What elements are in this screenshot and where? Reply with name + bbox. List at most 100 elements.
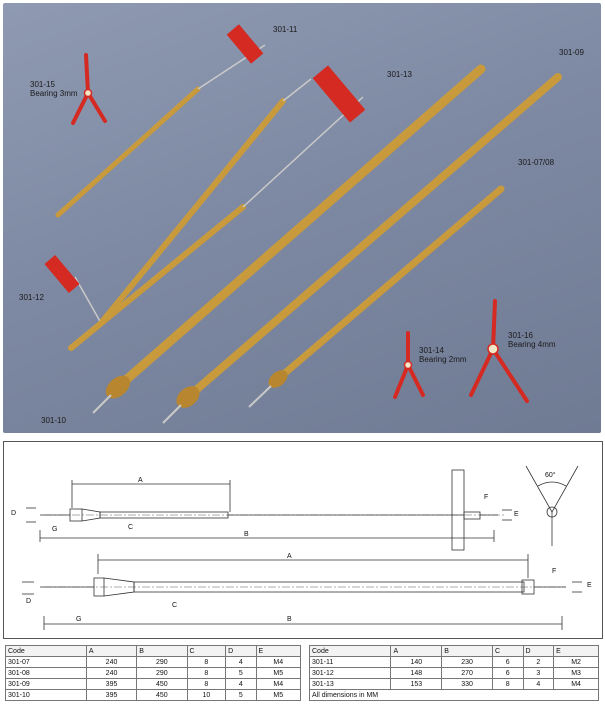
table-cell: 450 — [136, 678, 188, 690]
table-cell: 240 — [85, 667, 138, 679]
table-note-row: All dimensions in MM — [309, 689, 599, 701]
table-cell: 140 — [390, 656, 443, 668]
label-301-16: 301-16 Bearing 4mm — [508, 331, 556, 349]
table-cell: 395 — [85, 678, 138, 690]
table-cell: M4 — [255, 678, 301, 690]
table-row: 301-09 395 450 8 4 M4 — [5, 678, 301, 690]
table-header: A — [390, 645, 443, 657]
table-cell: 8 — [186, 678, 227, 690]
table-header: C — [491, 645, 524, 657]
table-row: 301-12 148 270 6 3 M3 — [308, 667, 599, 679]
label-301-14: 301-14 Bearing 2mm — [419, 346, 467, 364]
dim-label-b-top: B — [244, 531, 249, 538]
technical-drawing-lines — [22, 465, 582, 630]
table-cell: M4 — [553, 678, 599, 690]
dim-label-c-top: C — [128, 524, 134, 531]
table-cell: M5 — [255, 667, 301, 679]
table-cell: 301-07 — [5, 656, 87, 668]
table-header: D — [522, 645, 555, 657]
table-header: E — [553, 645, 599, 657]
table-header: B — [441, 645, 493, 657]
bearings — [71, 53, 529, 403]
label-301-13: 301-13 — [387, 70, 412, 79]
table-row: 301-10 395 450 10 5 M5 — [5, 689, 301, 701]
table-cell: 301-11 — [308, 656, 392, 668]
label-301-07-08: 301-07/08 — [518, 158, 555, 167]
table-header: A — [85, 645, 138, 657]
table-cell: M4 — [255, 656, 301, 668]
table-cell: 301-09 — [5, 678, 87, 690]
dim-label-e-bottom: E — [587, 582, 592, 589]
table-cell: 301-08 — [5, 667, 87, 679]
table-cell: 240 — [85, 656, 138, 668]
table-cell: M2 — [553, 656, 599, 668]
product-photo: 301-11 301-15 Bearing 3mm 301-13 301-09 … — [3, 3, 601, 433]
table-cell: 301-12 — [308, 667, 392, 679]
label-301-12: 301-12 — [19, 293, 44, 302]
table-cell: 148 — [390, 667, 443, 679]
label-301-09: 301-09 — [559, 48, 584, 57]
table-cell: 270 — [441, 667, 493, 679]
table-row: 301-13 153 330 8 4 M4 — [308, 678, 599, 690]
table-cell: 8 — [186, 667, 227, 679]
dim-label-a-bottom: A — [287, 553, 292, 560]
table-cell: 301-10 — [5, 689, 87, 701]
dim-label-a-top: A — [138, 477, 143, 484]
table-cell: M5 — [255, 689, 301, 701]
shaft-301-07-08 — [248, 185, 505, 408]
shaft-301-12 — [74, 78, 312, 326]
table-row: 301-11 140 230 6 2 M2 — [308, 656, 599, 668]
table-row: 301-07 240 290 8 4 M4 — [5, 656, 301, 668]
dim-label-g-bottom: G — [76, 616, 82, 623]
table-cell: 230 — [441, 656, 493, 668]
table-cell: 450 — [136, 689, 188, 701]
table-cell: 4 — [522, 678, 555, 690]
shaft-301-13 — [68, 96, 364, 351]
shaft-301-11 — [55, 44, 266, 218]
dim-label-d-bottom: D — [26, 598, 32, 605]
technical-drawing: A B C D E F G 60° A B C D E F G — [3, 441, 603, 639]
table-cell: 4 — [225, 678, 257, 690]
table-cell: 8 — [186, 656, 227, 668]
table-header: Code — [5, 645, 87, 657]
dim-label-g-top: G — [52, 526, 58, 533]
dim-label-f-top: F — [484, 494, 489, 501]
label-301-11: 301-11 — [273, 25, 298, 34]
table-cell: 301-13 — [308, 678, 392, 690]
table-cell: 4 — [225, 656, 257, 668]
table-cell: 290 — [136, 667, 188, 679]
table-row: 301-08 240 290 8 5 M5 — [5, 667, 301, 679]
table-cell: 2 — [522, 656, 555, 668]
table-header-row: Code A B C D E — [308, 645, 599, 657]
table-cell: 6 — [491, 667, 524, 679]
label-301-10: 301-10 — [41, 416, 66, 425]
angle-label: 60° — [545, 472, 556, 479]
table-header: C — [186, 645, 227, 657]
dim-label-c-bottom: C — [172, 602, 178, 609]
shaft-301-09 — [162, 73, 562, 424]
table-header: D — [225, 645, 257, 657]
table-cell: 6 — [491, 656, 524, 668]
table-cell: 8 — [491, 678, 524, 690]
table-cell: M3 — [553, 667, 599, 679]
dim-label-b-bottom: B — [287, 616, 292, 623]
shaft-301-10 — [92, 64, 486, 414]
red-hubs — [44, 24, 366, 294]
dim-label-f-bottom: F — [552, 568, 557, 575]
table-cell: 10 — [186, 689, 227, 701]
product-photo-illustration — [44, 24, 562, 424]
table-header: B — [136, 645, 188, 657]
table-cell: 5 — [225, 667, 257, 679]
table-cell: 395 — [85, 689, 138, 701]
table-header-row: Code A B C D E — [5, 645, 301, 657]
dim-label-e-top: E — [514, 511, 519, 518]
table-cell: 5 — [225, 689, 257, 701]
label-301-15: 301-15 Bearing 3mm — [30, 80, 78, 98]
dimensions-table-left: Code A B C D E 301-07 240 290 8 4 M4 301… — [5, 645, 301, 701]
table-header: Code — [308, 645, 392, 657]
table-cell: 290 — [136, 656, 188, 668]
dim-label-d-top: D — [11, 510, 17, 517]
dimensions-table-right: Code A B C D E 301-11 140 230 6 2 M2 301… — [308, 645, 599, 701]
table-cell: 330 — [441, 678, 493, 690]
table-header: E — [255, 645, 301, 657]
